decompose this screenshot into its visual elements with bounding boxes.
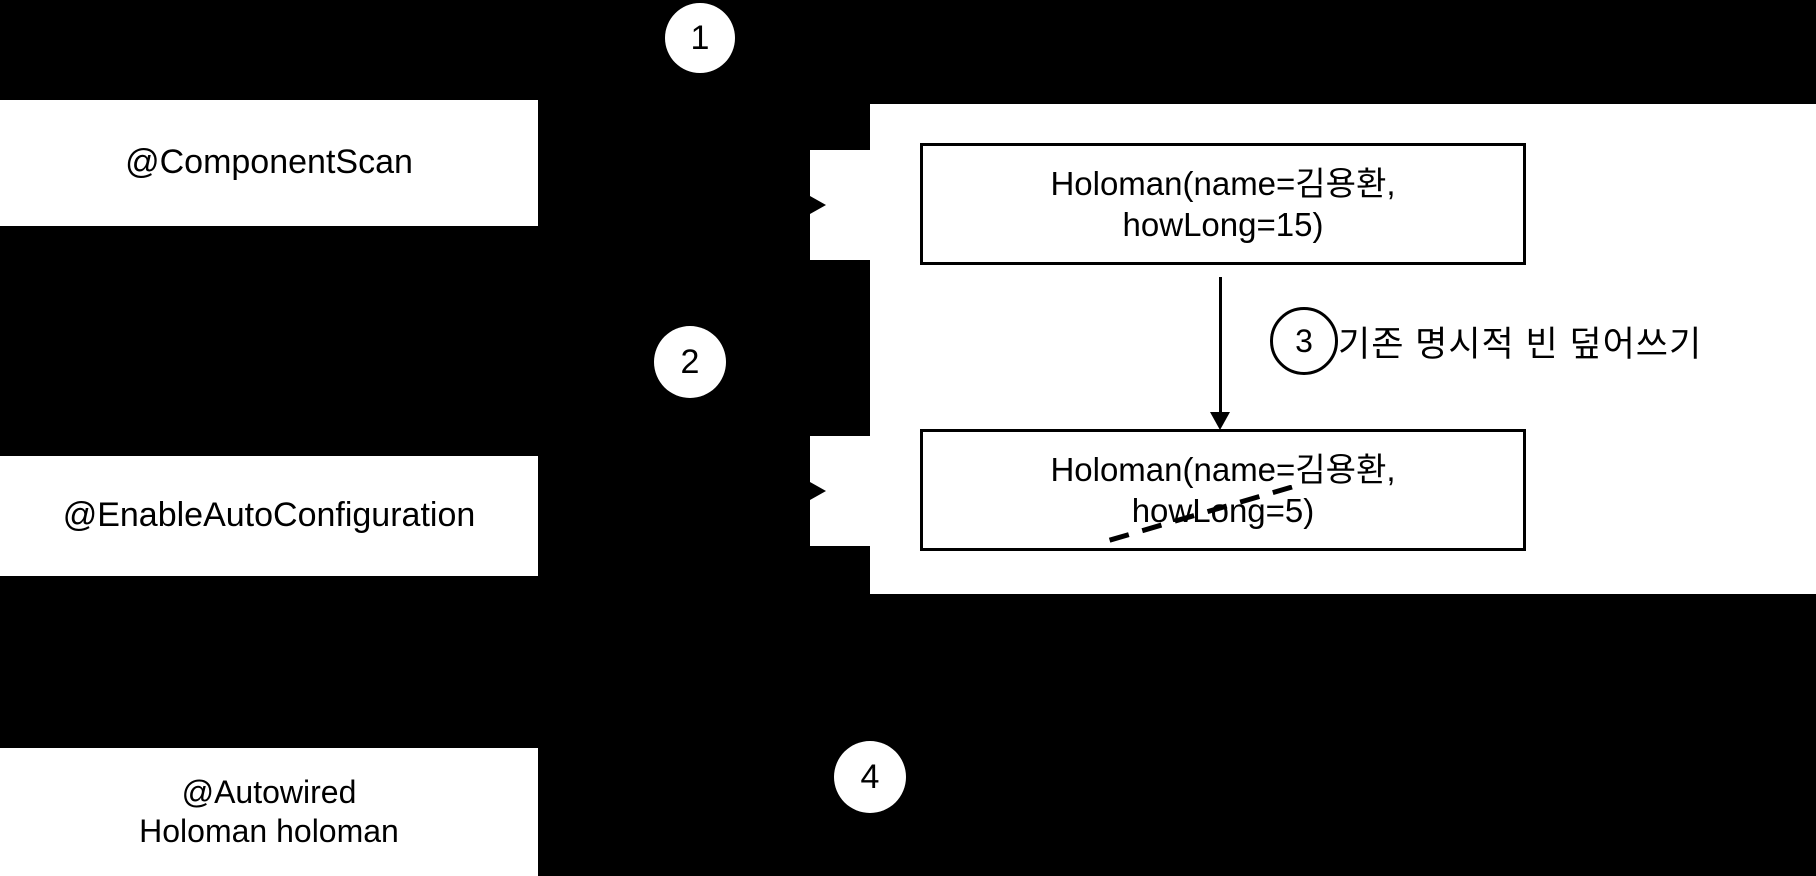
- bean-existing-line1: Holoman(name=김용환,: [1050, 164, 1396, 202]
- bean-box-existing: Holoman(name=김용환, howLong=15): [920, 143, 1526, 265]
- step-badge-3-label: 3: [1295, 322, 1313, 359]
- annotation-plate-autowired: @Autowired Holoman holoman: [0, 748, 538, 876]
- overwrite-arrow-icon: [1210, 277, 1230, 430]
- step-badge-3: 3: [1270, 307, 1338, 375]
- step-badge-1-label: 1: [690, 18, 710, 57]
- step-badge-2-label: 2: [680, 342, 700, 381]
- overwrite-caption: 기존 명시적 빈 덮어쓰기: [1338, 325, 1703, 364]
- step-badge-4-label: 4: [860, 757, 880, 796]
- bean-existing-line2: howLong=15): [1122, 206, 1324, 243]
- bean-overriding-line1: Holoman(name=김용환,: [1050, 450, 1396, 488]
- plate-label-enableautoconfiguration: @EnableAutoConfiguration: [62, 496, 476, 535]
- dashed-leader-injection: [1099, 485, 1293, 545]
- bean-box-existing-text: Holoman(name=김용환, howLong=15): [1050, 163, 1395, 246]
- bean-overriding-line2: howLong=5): [1131, 492, 1315, 529]
- annotation-plate-enableautoconfiguration: @EnableAutoConfiguration: [0, 456, 538, 576]
- plate-label-autowired: @Autowired: [181, 773, 357, 810]
- dashed-arrow-autoconfiguration-to-overriding-bean: [752, 482, 826, 500]
- dashed-arrow-componentscan-to-existing-bean: [752, 196, 826, 214]
- application-context-panel: Holoman(name=김용환, howLong=15) 3 기존 명시적 빈…: [870, 104, 1816, 594]
- plate-label-holoman-field: Holoman holoman: [139, 813, 399, 849]
- bean-box-overriding: Holoman(name=김용환, howLong=5): [920, 429, 1526, 551]
- bean-box-overriding-text: Holoman(name=김용환, howLong=5): [1050, 449, 1395, 532]
- step-badge-1: 1: [665, 3, 735, 73]
- plate-label-autowired-group: @Autowired Holoman holoman: [139, 773, 399, 851]
- plate-label-componentscan: @ComponentScan: [125, 143, 413, 182]
- step-badge-2: 2: [654, 326, 726, 398]
- step-badge-4: 4: [834, 741, 906, 813]
- annotation-plate-componentscan: @ComponentScan: [0, 100, 538, 226]
